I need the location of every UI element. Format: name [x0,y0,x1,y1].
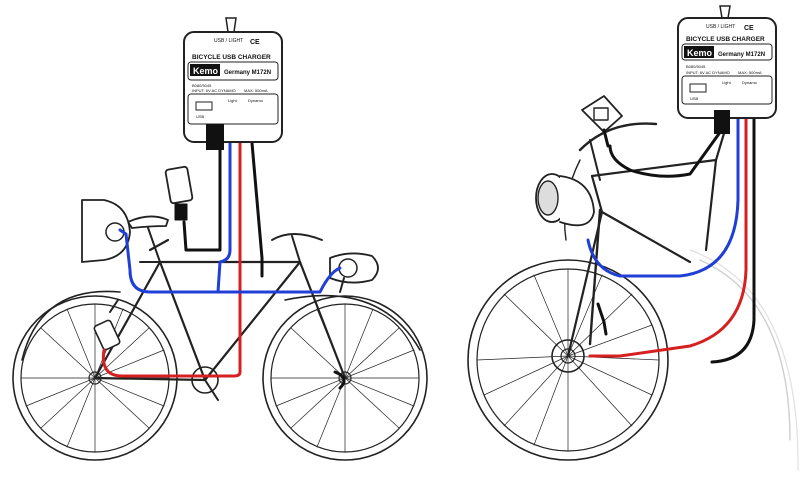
right-charger-max: MAX: 500mA [738,70,762,75]
left-charger-model: Germany M172N [224,70,271,76]
left-charger-input: INPUT: 6V AC DYNAMO [192,88,236,93]
right-charger-dynamo-label: Dynamo [742,80,758,85]
right-wire-red [588,114,748,358]
left-charger-usb-port-icon [195,101,213,111]
left-frame [21,215,421,401]
right-wire-black-fork [596,302,608,336]
left-front-wheel [262,295,428,461]
left-charger-light-label: Light [228,98,238,103]
left-charger-usb-label: USB [196,114,205,119]
left-charger-code: B080/5045 [192,83,212,88]
right-charger-title: BICYCLE USB CHARGER [686,36,765,43]
right-charger-model: Germany M172N [718,52,765,58]
left-bicycle [9,165,428,464]
right-front-wheel [467,259,669,461]
right-charger-ce-mark: CE [744,25,754,32]
left-charger-top-label: USB / LIGHT [214,38,243,44]
left-wire-blue [118,118,342,294]
left-wire-black-phone [182,128,222,252]
right-front-lamp [535,173,595,227]
right-bicycle [467,95,799,471]
left-wires [101,118,346,390]
right-wires [586,114,756,364]
right-charger-code: B080/5045 [686,64,706,69]
right-wire-black-hub [710,114,756,364]
left-wire-black-cap [333,370,346,390]
left-charger: USB / LIGHT CE BICYCLE USB CHARGER Kemo … [183,17,283,150]
right-charger-top-label: USB / LIGHT [706,24,735,30]
right-charger-usb-port-icon [689,83,707,93]
left-phone [164,165,194,221]
left-charger-brand: Kemo [193,66,219,76]
left-charger-ce-mark: CE [250,39,260,46]
right-phone-mount [581,95,623,148]
right-charger-input: INPUT: 6V AC DYNAMO [686,70,730,75]
left-charger-title: BICYCLE USB CHARGER [192,54,271,61]
right-wire-blue [586,114,740,278]
left-wire-black-frame [248,118,264,278]
right-charger-light-label: Light [722,80,732,85]
left-wire-red [101,118,242,378]
right-charger-brand: Kemo [687,48,713,58]
left-charger-max: MAX: 500mA [244,88,268,93]
left-dynamo [93,299,121,351]
right-charger: USB / LIGHT CE BICYCLE USB CHARGER Kemo … [677,5,777,134]
left-charger-dynamo-label: Dynamo [248,98,264,103]
left-front-lamp [329,252,379,293]
right-charger-usb-label: USB [690,96,699,101]
right-wire-black-phone [608,122,728,178]
